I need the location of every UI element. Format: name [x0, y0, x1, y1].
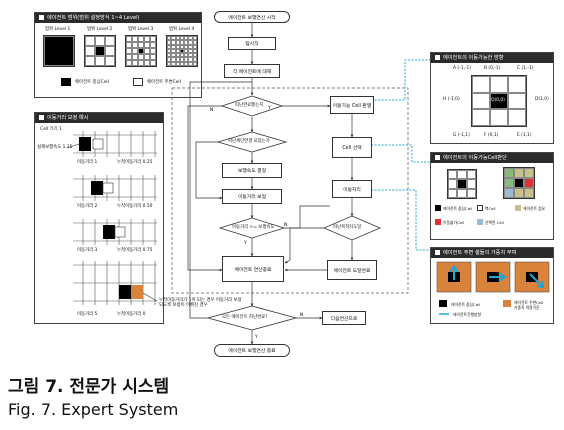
- level-3-label: 범위 Level 3: [128, 27, 154, 32]
- flow-d-stairs: 피난계단연결 되었는가: [228, 139, 270, 144]
- dir-e: E (1,1): [517, 133, 532, 138]
- directions-panel-title: 에이전트의 이동가능한 방향: [431, 53, 553, 63]
- row3-right: 누적이동거리 0.75: [117, 248, 153, 253]
- row1-left: 이동거리 1: [77, 160, 98, 165]
- level-1-label: 범위 Level 1: [45, 27, 71, 32]
- cell-legend-2-swatch: [477, 205, 483, 211]
- flow-end: 에이전트 보행연산 종료: [214, 344, 290, 357]
- row3-left: 이동거리 3: [77, 248, 98, 253]
- flow-yes-3: Y: [254, 334, 258, 340]
- dir-a: A (-1,-1): [453, 66, 471, 71]
- legend-center-label: 에이전트 중심Cell: [75, 80, 109, 85]
- dir-d: D(1,0): [535, 97, 549, 102]
- cell-legend-1: 에이전트 중심Cell: [443, 206, 473, 211]
- flow-start: 에이전트 보행연산 시작: [214, 11, 290, 23]
- cells-panel-title: 에이전트의 이동가능Cell판단: [431, 153, 553, 163]
- row4-left: 이동거리 5: [77, 312, 98, 317]
- level-2-label: 범위 Level 2: [87, 27, 113, 32]
- weight-grids: [436, 261, 550, 315]
- dir-h: H (-1,0): [443, 97, 460, 102]
- flow-init: 탐시작: [228, 37, 276, 50]
- row2-right: 누적이동거리 0.50: [117, 204, 153, 209]
- flow-movable-cell: 이동가능 Cell 판별: [330, 96, 374, 114]
- flow-dist-correct: 이동거리 보정: [222, 189, 282, 204]
- distance-note: 누적이동거리가 1이 되는 경우 이동거리 보정: [159, 298, 242, 303]
- flow-arrive-end: 에이전트 도달완료: [327, 260, 377, 280]
- distance-panel-title: 이동거리 보정 예시: [35, 113, 163, 123]
- cell-legend-4-swatch: [435, 219, 441, 225]
- weight-legend-weight: 에이전트 주변Cell: [514, 300, 544, 305]
- cells-grid-right: [503, 167, 535, 199]
- flow-cell-select: Cell 선택: [332, 137, 372, 158]
- cells-grid-left: [447, 169, 477, 199]
- level-1-grid: [43, 35, 75, 67]
- level-3-grid: [125, 35, 157, 67]
- cell-size-label: Cell 크기 1: [40, 127, 62, 132]
- dir-center-label: O(0,0): [491, 98, 505, 103]
- legend-surround-swatch: [133, 78, 143, 86]
- flow-d-arrived: 피난완료했는지: [235, 103, 264, 108]
- flow-next-step: 다음연산으로: [322, 311, 366, 325]
- flow-walk-speed: 보행속도 결정: [222, 163, 282, 178]
- cell-legend-1-swatch: [435, 205, 441, 211]
- row4-right: 누적이동거리 0: [117, 312, 146, 317]
- row2-left: 이동거리 2: [77, 204, 98, 209]
- flow-yes-1: Y: [267, 105, 271, 111]
- flow-no-2: N: [284, 222, 287, 228]
- level-4-grid: [166, 35, 198, 67]
- flow-each-agent: 각 에이전트에 대해: [224, 64, 280, 78]
- cell-legend-5: 선택된 Cell: [485, 220, 504, 225]
- dir-f: F (0,1): [484, 133, 499, 138]
- cell-legend-3-swatch: [515, 205, 521, 211]
- flow-d-all-done: 모든 에이전트 피난완료?: [222, 315, 268, 320]
- weight-legend-center: 에이전트 중심Cell: [451, 302, 481, 307]
- dir-g: G (-1,1): [453, 133, 470, 138]
- cell-legend-4: 이동불가Cell: [443, 220, 465, 225]
- cell-legend-3: 에이전트 점유: [523, 206, 546, 211]
- legend-center-swatch: [61, 78, 71, 86]
- dir-c: C (1,-1): [517, 66, 534, 71]
- distance-grids: [66, 131, 158, 305]
- directions-grid: [471, 75, 527, 127]
- flow-move: 이동처리: [332, 180, 372, 198]
- directions-panel: 에이전트의 이동가능한 방향 A (-1,-1) B (0,-1) C (1,-…: [430, 52, 554, 144]
- flow-d-dist: 이동거리 >= 보행속도: [232, 225, 275, 230]
- dir-b: B (0,-1): [484, 66, 501, 71]
- level-4-label: 범위 Level 4: [169, 27, 195, 32]
- flow-yes-2: Y: [243, 240, 247, 246]
- level-2-grid: [84, 35, 116, 67]
- weight-legend-weight-2: 가중치 적용기준: [514, 305, 540, 310]
- flow-no-3: N: [300, 312, 303, 318]
- caption-english: Fig. 7. Expert System: [8, 400, 179, 419]
- distance-panel: 이동거리 보정 예시 Cell 크기 1 실제보행속도 1.25: [34, 112, 241, 324]
- distance-note-2: 되도록 보정이 이뤄진 경우: [159, 303, 208, 308]
- caption-korean: 그림 7. 전문가 시스템: [8, 377, 170, 397]
- flow-no-1: N: [210, 107, 213, 113]
- cells-panel: 에이전트의 이동가능Cell판단 에이전트 중심Cell 벽Cell 에이전트 …: [430, 152, 554, 240]
- range-level-panel-title: 에이전트 범위(범위 설정방식 1~4 Level): [35, 13, 201, 23]
- row1-right: 누적이동거리 0.25: [117, 160, 153, 165]
- weight-legend-arrow: 에이전트진행방향: [453, 312, 481, 317]
- flow-d-goal: 피난목적지도달: [333, 225, 362, 230]
- cell-legend-2: 벽Cell: [485, 206, 496, 211]
- actual-speed-label: 실제보행속도 1.25: [37, 145, 73, 150]
- legend-surround-label: 에이전트 주변Cell: [147, 80, 181, 85]
- range-level-panel: 에이전트 범위(범위 설정방식 1~4 Level) 범위 Level 1 범위…: [34, 12, 202, 98]
- weight-panel-title: 에이전트 주변 셀들의 가중치 부여: [431, 248, 553, 258]
- weight-panel: 에이전트 주변 셀들의 가중치 부여 에이전트 중심Cell 에이전트진행방향 …: [430, 247, 554, 324]
- flow-agent-end: 에이전트 연산종료: [222, 256, 284, 282]
- cell-legend-5-swatch: [477, 219, 483, 225]
